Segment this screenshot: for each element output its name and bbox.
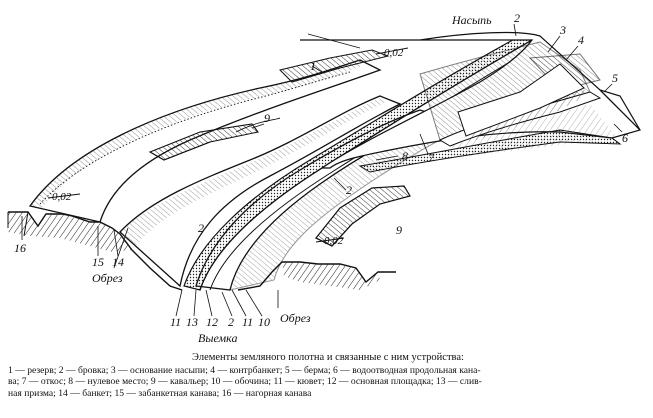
callout-11-left: 11: [170, 315, 181, 329]
callout-1: 1: [310, 59, 316, 73]
leader-lines: [21, 23, 623, 317]
callout-9-right: 9: [396, 223, 402, 237]
callout-5: 5: [612, 71, 618, 85]
earthwork-diagram: Насыпь Выемка Обрез Обрез 0,02 0,02 0,02…: [7, 11, 641, 345]
callout-3: 3: [559, 23, 566, 37]
callout-14: 14: [112, 255, 124, 269]
section-left-label: Обрез: [92, 271, 123, 285]
callout-8: 8: [402, 149, 408, 163]
caption-line-3: ная призма; 14 — банкет; 15 — забанкетна…: [8, 387, 312, 399]
slope-right-label: 0,02: [324, 235, 344, 247]
callout-9-left: 9: [264, 111, 270, 125]
slope-arrows: [47, 47, 409, 243]
ground-hatch-left: [8, 212, 132, 252]
reserve-strip: [279, 49, 390, 83]
embankment-body: [300, 31, 641, 173]
callout-4: 4: [578, 33, 584, 47]
callout-2-bottom: 2: [228, 315, 234, 329]
embankment-label: Насыпь: [451, 13, 492, 27]
cut-left-slope: [28, 59, 382, 223]
callout-12: 12: [206, 315, 218, 329]
callout-6: 6: [622, 131, 628, 145]
caption-line-1: 1 — резерв; 2 — бровка; 3 — основание на…: [8, 364, 481, 376]
callout-7: 7: [428, 151, 435, 165]
figure-caption: Элементы земляного полотна и связанные с…: [8, 352, 648, 399]
slope-left-label: 0,02: [52, 191, 72, 203]
callout-15: 15: [92, 255, 104, 269]
section-right-label: Обрез: [280, 311, 311, 325]
callout-11-right: 11: [242, 315, 253, 329]
cavalier-left: [148, 117, 281, 161]
callout-2-mid: 2: [346, 183, 352, 197]
cut-label: Выемка: [198, 331, 237, 345]
caption-legend: 1 — резерв; 2 — бровка; 3 — основание на…: [8, 365, 648, 400]
callout-10: 10: [258, 315, 270, 329]
slope-top-label: 0,02: [384, 47, 404, 59]
callout-2-top: 2: [514, 11, 520, 25]
caption-line-2: ва; 7 — откос; 8 — нулевое место; 9 — ка…: [8, 376, 482, 388]
ground-hatch-right: [282, 262, 380, 290]
callout-2-left: 2: [198, 221, 204, 235]
callout-16: 16: [14, 241, 26, 255]
caption-title: Элементы земляного полотна и связанные с…: [192, 352, 464, 363]
callout-13: 13: [186, 315, 198, 329]
